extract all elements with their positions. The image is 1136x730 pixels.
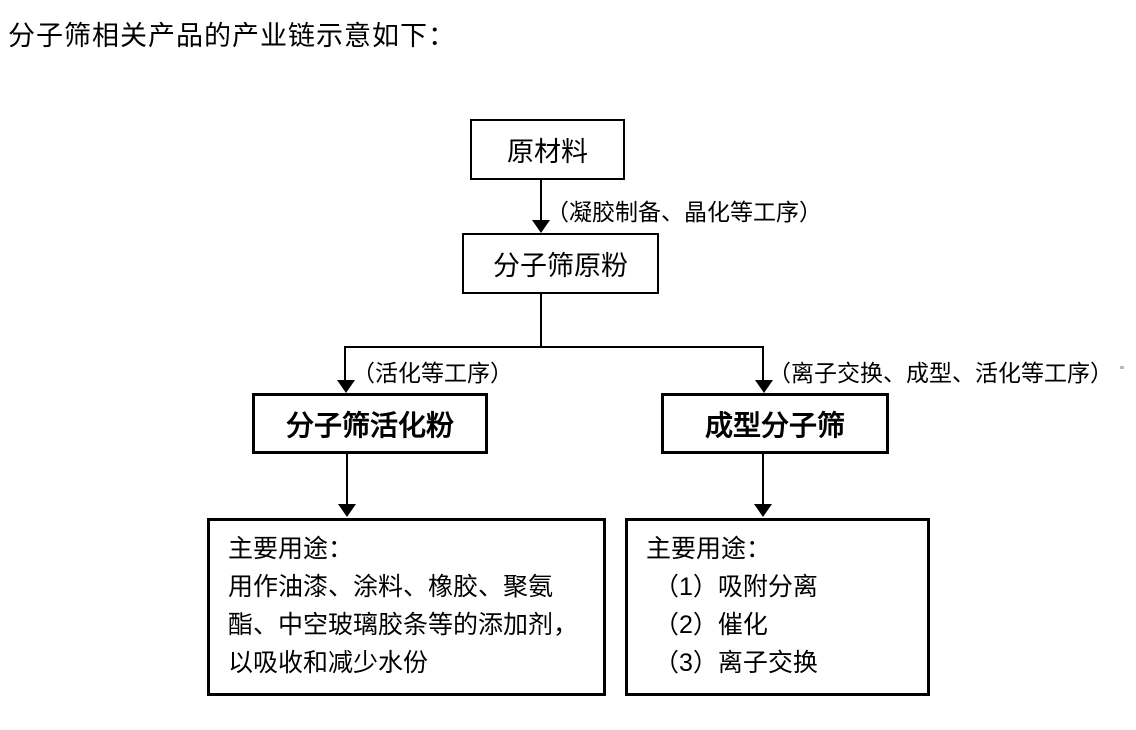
node-shaped-sieve: 成型分子筛 bbox=[661, 393, 889, 454]
usage-box-shaped-sieve: 主要用途： （1）吸附分离 （2）催化 （3）离子交换 bbox=[625, 518, 930, 696]
node-activated-powder: 分子筛活化粉 bbox=[252, 393, 488, 454]
edge-label-activation-process: （活化等工序） bbox=[352, 360, 513, 386]
usage-left-line-2: 用作油漆、涂料、橡胶、聚氨 bbox=[228, 573, 554, 601]
usage-left-line-1: 主要用途： bbox=[228, 535, 354, 563]
usage-left-line-4: 以吸收和减少水份 bbox=[228, 649, 429, 677]
usage-right-line-4: （3）离子交换 bbox=[654, 649, 818, 677]
arrowhead-down-icon bbox=[338, 504, 356, 517]
usage-right-line-1: 主要用途： bbox=[646, 535, 772, 563]
arrowhead-down-icon bbox=[337, 380, 355, 393]
arrowhead-down-icon bbox=[532, 220, 550, 233]
stray-mark bbox=[1120, 366, 1124, 369]
arrowhead-down-icon bbox=[754, 504, 772, 517]
connector-shaped-to-usage bbox=[762, 454, 764, 506]
usage-right-line-2: （1）吸附分离 bbox=[654, 573, 818, 601]
usage-left-line-3: 酯、中空玻璃胶条等的添加剂， bbox=[228, 611, 579, 639]
node-raw-material: 原材料 bbox=[470, 119, 625, 180]
connector-branch-right bbox=[762, 346, 764, 382]
connector-branch-left bbox=[344, 346, 346, 382]
connector-raw-to-powder bbox=[540, 180, 542, 222]
arrowhead-down-icon bbox=[755, 380, 773, 393]
usage-right-line-3: （2）催化 bbox=[654, 611, 768, 639]
page-title: 分子筛相关产品的产业链示意如下： bbox=[8, 21, 456, 52]
connector-branch-horizontal bbox=[344, 346, 764, 348]
edge-label-gel-process: （凝胶制备、晶化等工序） bbox=[546, 199, 822, 225]
connector-activated-to-usage bbox=[346, 454, 348, 506]
usage-box-activated-powder: 主要用途： 用作油漆、涂料、橡胶、聚氨 酯、中空玻璃胶条等的添加剂， 以吸收和减… bbox=[207, 518, 606, 696]
node-raw-powder: 分子筛原粉 bbox=[462, 233, 659, 294]
edge-label-ion-exchange-process: （离子交换、成型、活化等工序） bbox=[768, 360, 1113, 386]
connector-powder-stem bbox=[540, 294, 542, 348]
